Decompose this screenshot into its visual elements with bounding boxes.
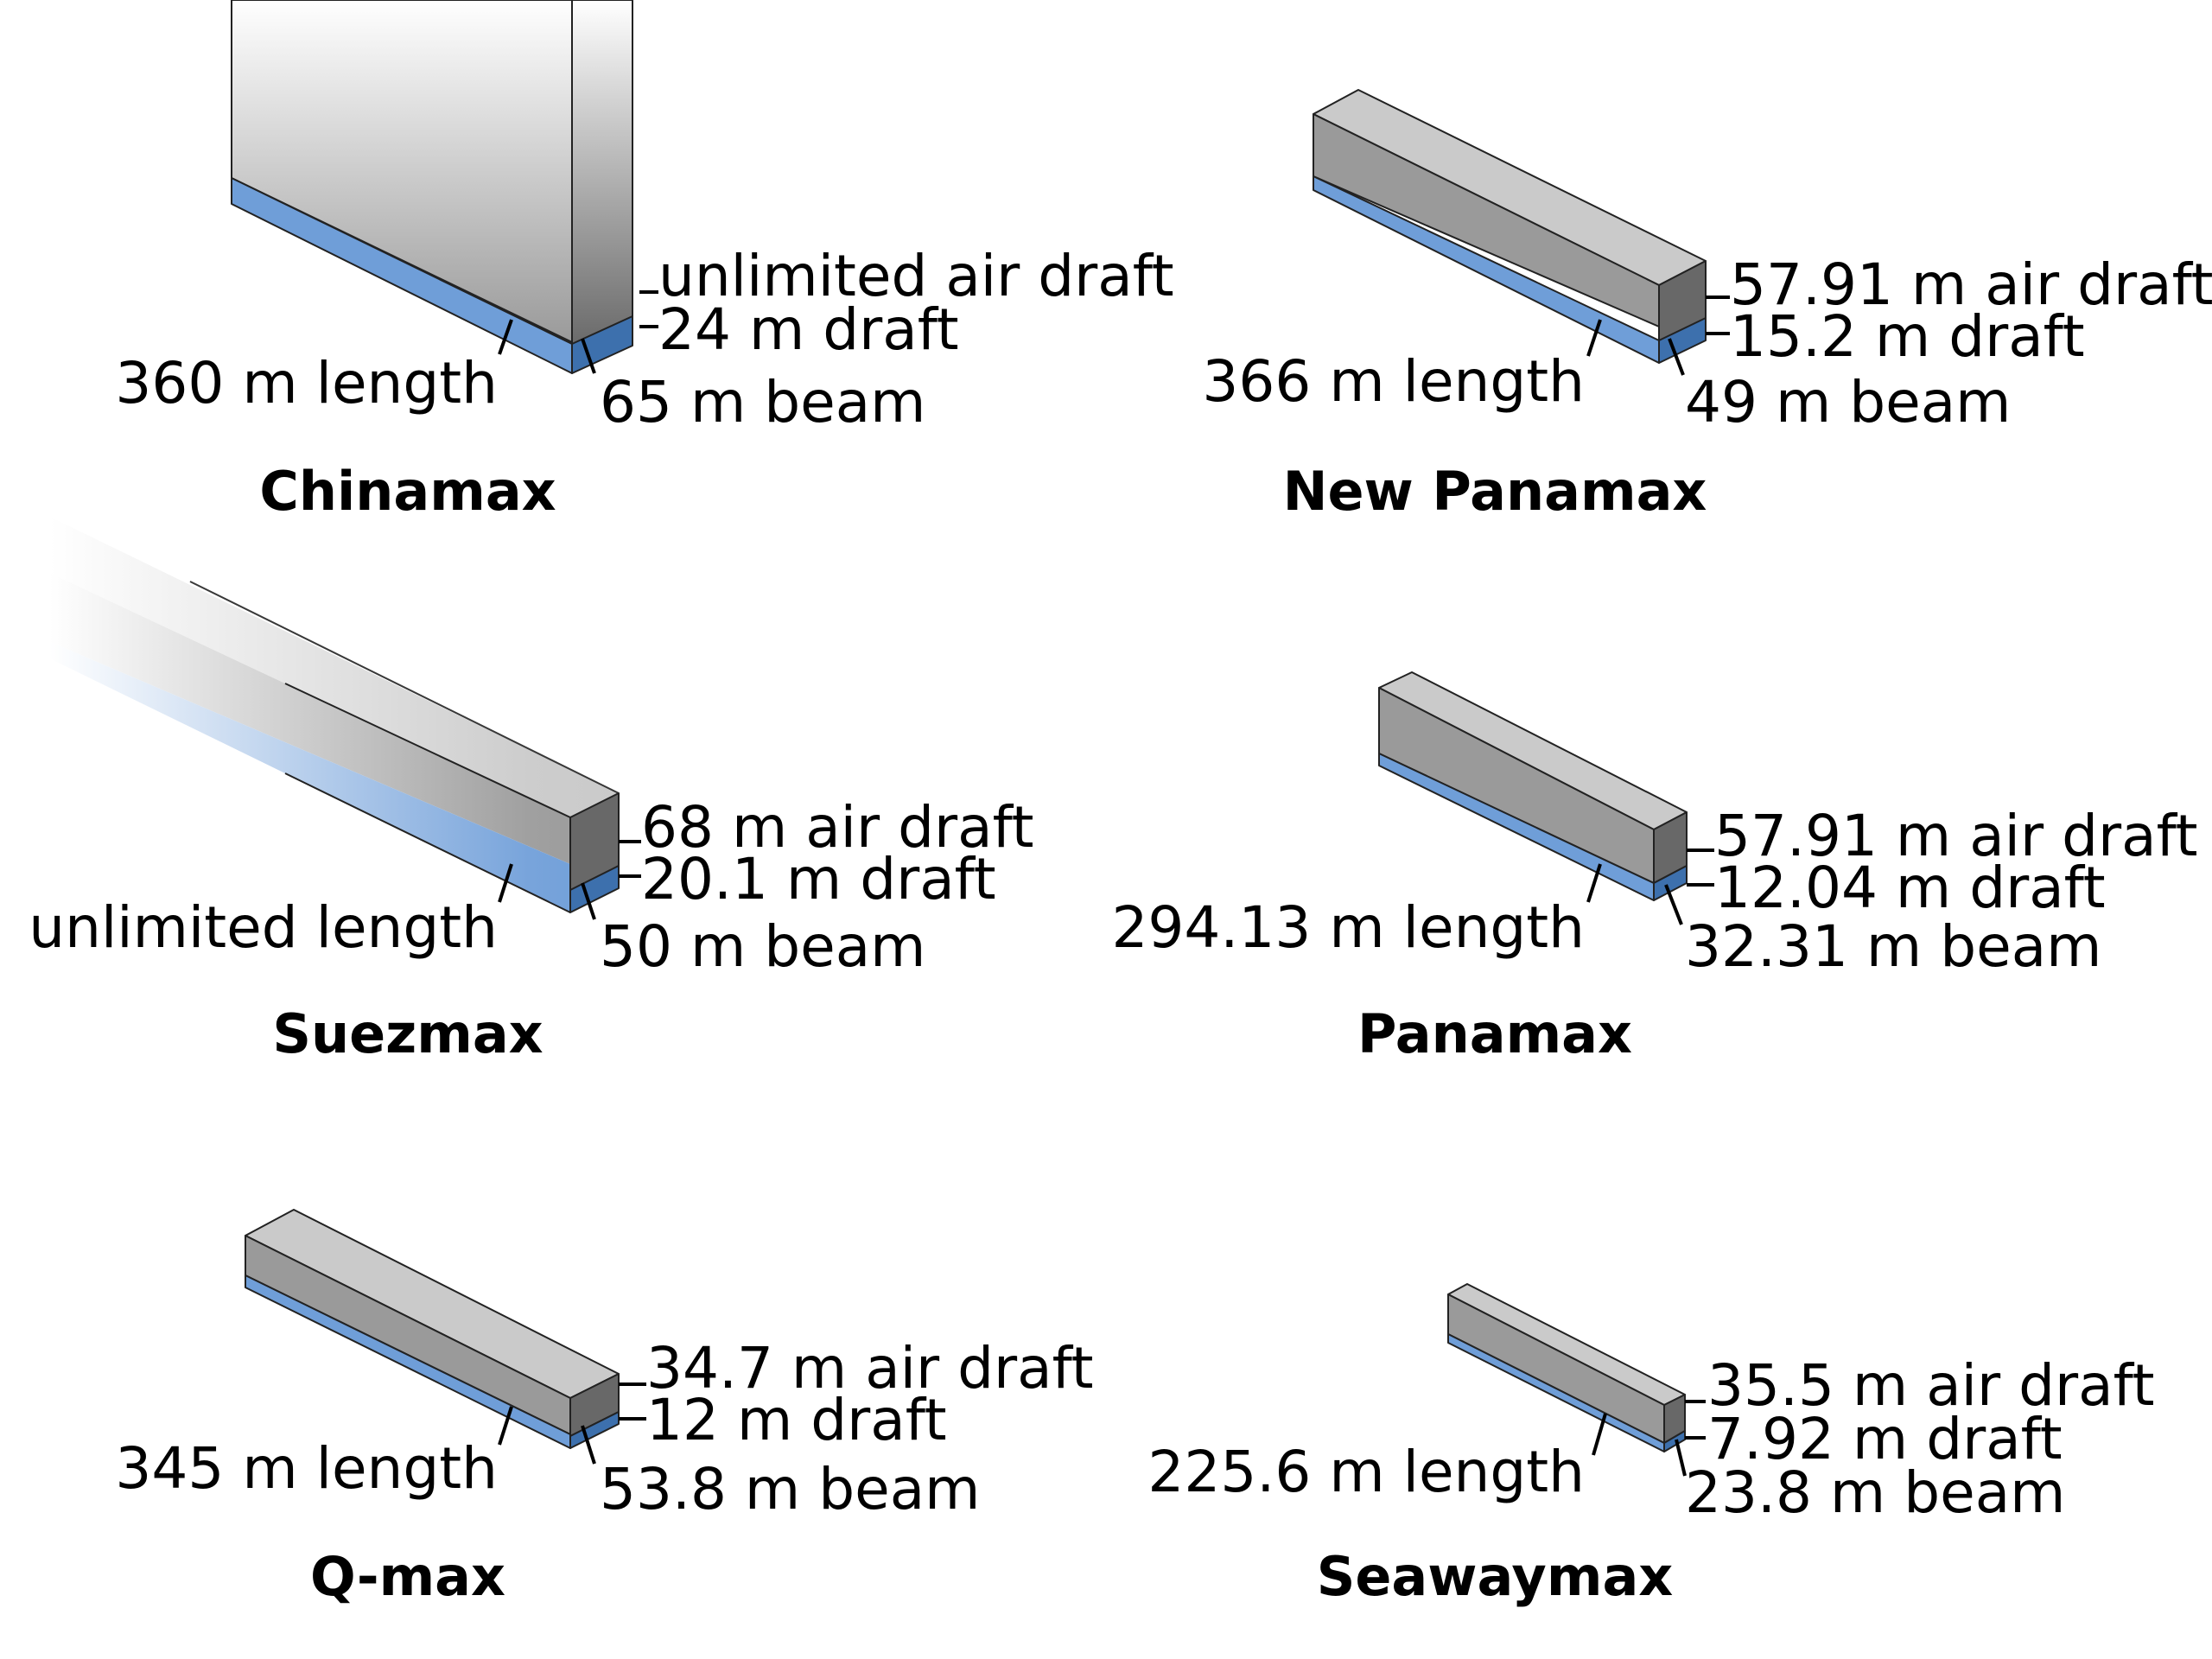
new-panamax-title: New Panamax — [1283, 460, 1707, 523]
new-panamax-length-leader — [1586, 319, 1602, 357]
panamax-draft-label: 12.04 m draft — [1714, 855, 2106, 921]
ship-panamax: 57.91 m air draft 12.04 m draft 294.13 m… — [1111, 671, 2198, 1065]
panamax-length-label: 294.13 m length — [1111, 894, 1585, 961]
chinamax-draft-label: 24 m draft — [658, 296, 959, 363]
seawaymax-length-label: 225.6 m length — [1147, 1439, 1585, 1505]
ship-new-panamax: 57.91 m air draft 15.2 m draft 366 m len… — [1202, 89, 2212, 523]
q-max-title: Q-max — [310, 1545, 505, 1608]
chinamax-length-leader — [498, 319, 513, 355]
seawaymax-length-leader — [1592, 1413, 1607, 1456]
ship-suezmax: 68 m air draft 20.1 m draft unlimited le… — [0, 493, 1034, 1065]
chinamax-air-draft-leader — [639, 290, 658, 294]
new-panamax-length-label: 366 m length — [1202, 348, 1585, 415]
chinamax-side-face — [231, 0, 573, 343]
panamax-beam-label: 32.31 m beam — [1685, 913, 2101, 980]
new-panamax-underwater-end — [1658, 317, 1707, 364]
chinamax-draft-leader — [639, 325, 658, 328]
suezmax-length-label: unlimited length — [29, 894, 498, 961]
ship-seawaymax: 35.5 m air draft 7.92 m draft 225.6 m le… — [1147, 1283, 2155, 1608]
chinamax-end-face — [571, 0, 633, 350]
q-max-air-draft-label: 34.7 m air draft — [646, 1335, 1094, 1402]
seawaymax-beam-leader — [1675, 1439, 1687, 1477]
panamax-length-leader — [1586, 863, 1602, 903]
suezmax-beam-leader — [581, 882, 596, 920]
suezmax-beam-label: 50 m beam — [600, 913, 925, 980]
ship-q-max: 34.7 m air draft 12 m draft 345 m length… — [115, 1209, 1094, 1608]
ship-chinamax: unlimited air draft 24 m draft 360 m len… — [115, 0, 1174, 523]
chinamax-beam-leader — [581, 338, 596, 374]
suezmax-title: Suezmax — [272, 1002, 543, 1065]
suezmax-side-face — [0, 550, 570, 864]
q-max-length-label: 345 m length — [115, 1435, 498, 1502]
new-panamax-beam-label: 49 m beam — [1685, 369, 2011, 435]
q-max-underwater-end — [569, 1411, 620, 1449]
seawaymax-title: Seawaymax — [1317, 1545, 1674, 1608]
q-max-beam-leader — [581, 1425, 596, 1465]
seawaymax-beam-label: 23.8 m beam — [1685, 1459, 2065, 1526]
suezmax-length-leader — [498, 863, 513, 903]
seawaymax-air-draft-label: 35.5 m air draft — [1707, 1352, 2155, 1419]
new-panamax-beam-leader — [1668, 338, 1685, 376]
seawaymax-draft-label: 7.92 m draft — [1707, 1406, 2063, 1472]
panamax-title: Panamax — [1357, 1002, 1632, 1065]
chinamax-air-draft-label: unlimited air draft — [658, 243, 1174, 309]
panamax-air-draft-label: 57.91 m air draft — [1714, 803, 2198, 869]
suezmax-air-draft-label: 68 m air draft — [641, 794, 1034, 861]
new-panamax-draft-label: 15.2 m draft — [1730, 303, 2085, 370]
chinamax-title: Chinamax — [259, 460, 556, 523]
panamax-beam-leader — [1664, 884, 1683, 925]
chinamax-beam-label: 65 m beam — [600, 369, 925, 435]
q-max-draft-label: 12 m draft — [646, 1387, 947, 1453]
chinamax-length-label: 360 m length — [115, 350, 498, 416]
suezmax-top-face — [0, 493, 619, 817]
suezmax-draft-label: 20.1 m draft — [641, 846, 996, 912]
suezmax-underwater-side — [0, 620, 570, 912]
q-max-beam-label: 53.8 m beam — [600, 1456, 980, 1522]
new-panamax-air-draft-label: 57.91 m air draft — [1730, 251, 2212, 318]
q-max-length-leader — [498, 1406, 513, 1446]
